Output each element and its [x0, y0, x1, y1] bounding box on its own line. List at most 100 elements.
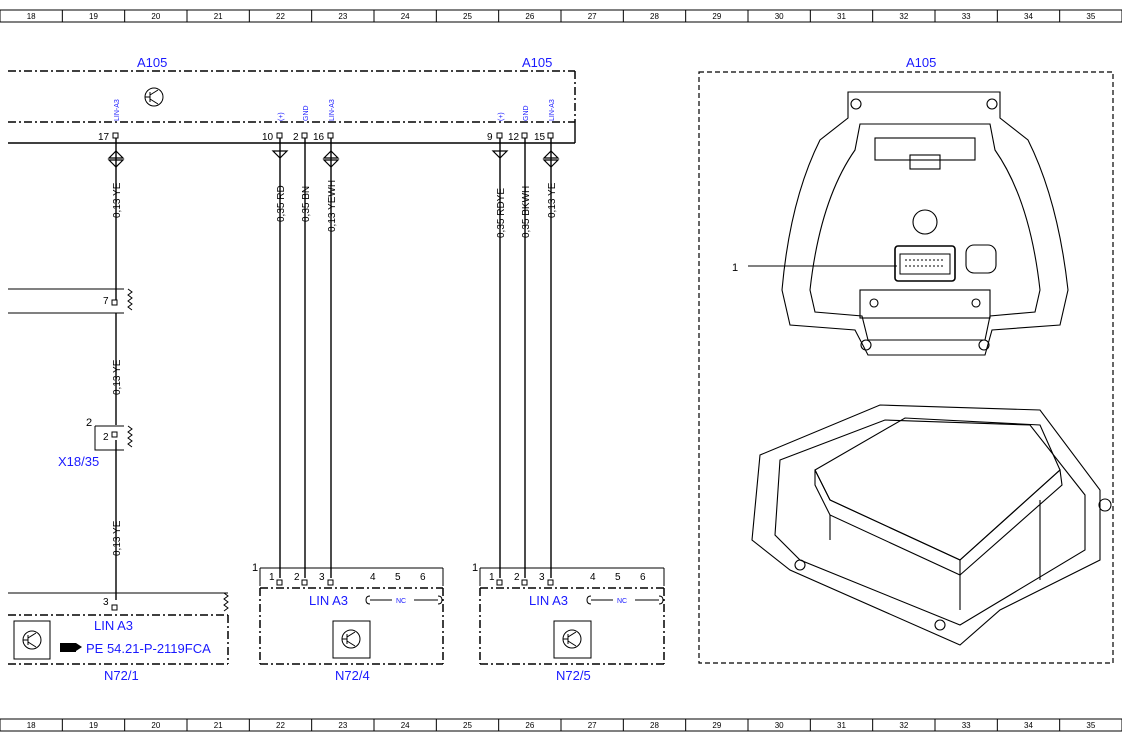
svg-text:3: 3 [319, 572, 325, 583]
a105-top-view-image [781, 91, 1069, 356]
a105-pin-15: LIN-A3 15 [534, 99, 556, 143]
ruler-column-number: 28 [650, 721, 659, 730]
n72-5-label: N72/5 [556, 668, 591, 683]
svg-text:5: 5 [395, 572, 401, 583]
wire-pin16: 0,13 YEWH [322, 138, 340, 578]
ruler-column-number: 28 [650, 12, 659, 21]
ruler-column-number: 34 [1024, 12, 1033, 21]
ruler-column-number: 20 [151, 721, 160, 730]
svg-text:LIN A3: LIN A3 [94, 618, 133, 633]
connector-x18-35: 2 2 X18/35 [58, 417, 133, 469]
svg-text:5: 5 [615, 572, 621, 583]
svg-text:2: 2 [514, 572, 520, 583]
wire-label-17-low: 0,13 YE [112, 520, 123, 556]
ruler-column-number: 20 [151, 12, 160, 21]
a105-pin-12: GND 12 [508, 105, 530, 143]
svg-text:16: 16 [313, 132, 325, 143]
svg-text:LIN-A3: LIN-A3 [549, 99, 556, 121]
module-n72-4: 1 1 2 3 4 5 6 LIN A3 NC N72/4 [252, 562, 444, 683]
svg-text:4: 4 [370, 572, 376, 583]
x18-35-label: X18/35 [58, 454, 99, 469]
svg-text:2: 2 [86, 417, 92, 429]
svg-text:3: 3 [103, 597, 109, 608]
ruler-column-number: 24 [401, 721, 410, 730]
transistor-icon [341, 629, 361, 649]
ruler-column-number: 23 [338, 721, 347, 730]
ruler-column-number: 35 [1086, 721, 1095, 730]
svg-text:NC: NC [396, 598, 406, 605]
svg-text:6: 6 [420, 572, 426, 583]
ruler-column-number: 34 [1024, 721, 1033, 730]
ruler-column-number: 25 [463, 12, 472, 21]
a105-label-left: A105 [137, 55, 167, 70]
wire-pin2: 0,35 BN [301, 138, 312, 578]
svg-text:4: 4 [590, 572, 596, 583]
svg-text:2: 2 [103, 432, 109, 443]
ruler-column-number: 27 [588, 12, 597, 21]
svg-text:0,35 RDYE: 0,35 RDYE [496, 188, 507, 238]
transistor-icon [562, 629, 582, 649]
ruler-column-number: 33 [962, 721, 971, 730]
svg-text:0,35 RD: 0,35 RD [276, 185, 287, 222]
n72-1-reference[interactable]: PE 54.21-P-2119FCA [86, 641, 211, 656]
ruler-column-number: 35 [1086, 12, 1095, 21]
wire-pin12: 0,35 BKWH [521, 138, 532, 578]
svg-text:6: 6 [640, 572, 646, 583]
svg-text:2: 2 [293, 132, 299, 143]
svg-text:10: 10 [262, 132, 274, 143]
ruler-column-number: 24 [401, 12, 410, 21]
callout-1: 1 [732, 262, 738, 274]
module-n72-5: 1 1 2 3 4 5 6 LIN A3 NC N72/5 [472, 562, 665, 683]
ruler-column-number: 30 [775, 721, 784, 730]
svg-text:9: 9 [487, 132, 493, 143]
svg-text:GND: GND [303, 105, 310, 121]
svg-text:12: 12 [508, 132, 520, 143]
svg-text:0,13 YEWH: 0,13 YEWH [327, 180, 338, 232]
ruler-column-number: 27 [588, 721, 597, 730]
ruler-column-number: 22 [276, 721, 285, 730]
wire-pin9: 0,35 RDYE [491, 138, 509, 578]
svg-text:GND: GND [523, 105, 530, 121]
svg-text:1: 1 [252, 562, 258, 574]
a105-pin-9: (+) 9 [487, 112, 505, 143]
ruler-column-number: 26 [525, 12, 534, 21]
svg-text:(+): (+) [278, 112, 285, 121]
ruler-column-number: 29 [712, 12, 721, 21]
ruler-column-number: 32 [899, 721, 908, 730]
a105-pin-2: GND 2 [293, 105, 310, 143]
a105-illustration-label: A105 [906, 55, 936, 70]
n72-4-label: N72/4 [335, 668, 370, 683]
n72-1-label: N72/1 [104, 668, 139, 683]
svg-text:1: 1 [472, 562, 478, 574]
transistor-icon [22, 630, 42, 650]
a105-pin-10: (+) 10 [262, 112, 285, 143]
svg-text:1: 1 [489, 572, 495, 583]
ruler-column-number: 23 [338, 12, 347, 21]
a105-pin-17: LIN-A3 17 [98, 99, 121, 143]
wire-pin17: 0,13 YE 0,13 YE 0,13 YE [107, 138, 125, 600]
ruler-column-number: 19 [89, 12, 98, 21]
connector-pin-7: 7 [8, 288, 133, 314]
wire-label-17-mid: 0,13 YE [112, 359, 123, 395]
svg-text:3: 3 [539, 572, 545, 583]
transistor-icon [144, 87, 164, 107]
ruler-column-number: 31 [837, 721, 846, 730]
svg-text:2: 2 [294, 572, 300, 583]
svg-text:(+): (+) [498, 112, 505, 121]
reference-hand-icon [60, 643, 82, 652]
wire-pin10: 0,35 RD [271, 138, 289, 578]
a105-module-box: A105 A105 [8, 55, 576, 144]
ruler-column-number: 21 [214, 721, 223, 730]
svg-text:0,35 BN: 0,35 BN [301, 186, 312, 222]
module-n72-1: 3 LIN A3 PE 54.21-P-2119FCA N72/1 [8, 592, 229, 683]
svg-text:0,13 YE: 0,13 YE [547, 182, 558, 218]
svg-text:7: 7 [103, 296, 109, 307]
ruler-column-number: 29 [712, 721, 721, 730]
ruler-column-number: 30 [775, 12, 784, 21]
svg-text:LIN-A3: LIN-A3 [329, 99, 336, 121]
svg-text:15: 15 [534, 132, 546, 143]
ruler-column-number: 21 [214, 12, 223, 21]
svg-text:LIN A3: LIN A3 [529, 593, 568, 608]
